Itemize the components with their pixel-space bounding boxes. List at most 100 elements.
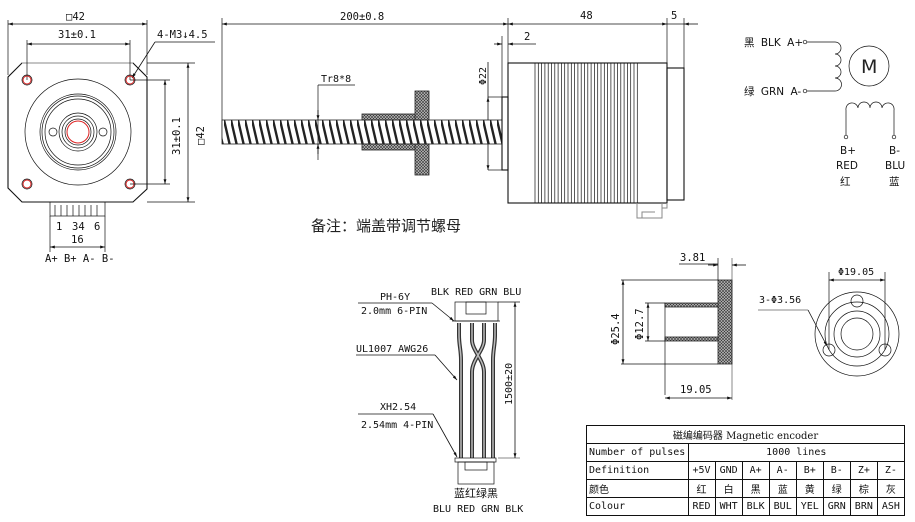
outer-diameter-label: Φ25.4 — [610, 313, 622, 345]
row-label: Colour — [586, 497, 689, 516]
endcap-length-label: 5 — [671, 10, 677, 22]
wire-spec: UL1007 AWG26 — [356, 344, 428, 355]
motor-face-outline — [7, 62, 148, 203]
pulses-value: 1000 lines — [687, 443, 906, 462]
coil-a — [807, 41, 842, 92]
nut-length-label: 19.05 — [680, 384, 712, 396]
xh-connector — [457, 461, 495, 485]
table-cell: 蓝 — [768, 479, 797, 498]
body-length-label: 48 — [580, 10, 593, 22]
table-cell: +5V — [687, 461, 716, 480]
coil-b-minus-color: BLU — [885, 160, 905, 172]
motor-symbol-label: M — [861, 56, 877, 78]
coil-b-plus-signal: B+ — [840, 145, 856, 157]
nut-sleeve-top — [361, 113, 416, 121]
pilot-depth-label: 2 — [524, 31, 530, 43]
vertical-outer-dim-label: □42 — [195, 126, 207, 145]
mount-hole — [22, 75, 32, 85]
top-connector-spec: 2.0mm 6-PIN — [361, 306, 427, 317]
hole-callout: 3-Φ3.56 — [759, 295, 801, 306]
table-cell: 绿 — [822, 479, 851, 498]
connector-pin-6: 6 — [94, 221, 100, 233]
top-connector-name: PH-6Y — [380, 292, 410, 303]
table-cell: BLK — [741, 497, 770, 516]
coil-b-plus-cn: 红 — [840, 175, 851, 188]
wiring-schematic: 黑 BLK A+ 绿 GRN A- M B+ RED 红 B- BLU 蓝 — [744, 37, 905, 188]
cooling-fins — [534, 63, 638, 203]
table-cell: 棕 — [849, 479, 878, 498]
screw-length-label: 200±0.8 — [340, 11, 384, 23]
nut-flange-section — [717, 279, 733, 365]
cable-bottom-colors-cn: 蓝红绿黑 — [454, 486, 498, 500]
coil-b-minus-cn: 蓝 — [889, 176, 900, 188]
cable-top-colors: BLK RED GRN BLU — [431, 287, 521, 298]
nut-flange-top — [414, 90, 430, 121]
table-cell: Z- — [876, 461, 906, 480]
pilot-diameter-label: Φ22 — [478, 67, 489, 85]
coil-a-minus-label: 绿 GRN A- — [744, 85, 801, 98]
table-cell: 红 — [687, 479, 716, 498]
connector-width-label: 16 — [71, 234, 84, 246]
pulses-label: Number of pulses — [586, 443, 689, 462]
connector-pin-1: 1 — [56, 221, 62, 233]
encoder-table: 磁编编码器 Magnetic encoder Number of pulses … — [586, 425, 906, 516]
flange-thickness-label: 3.81 — [680, 252, 705, 264]
mount-hole — [22, 179, 32, 189]
vertical-hole-spacing-label: 31±0.1 — [171, 117, 183, 155]
front-view: □42 31±0.1 4-M3↓4.5 31±0.1 — [7, 11, 215, 265]
encoder-title: 磁编编码器 Magnetic encoder — [586, 425, 905, 444]
coil-b — [845, 101, 895, 135]
table-cell: 黄 — [795, 479, 824, 498]
ph-connector — [454, 301, 499, 322]
table-cell: 灰 — [876, 479, 906, 498]
table-cell: B- — [822, 461, 851, 480]
bottom-connector-name: XH2.54 — [380, 402, 416, 413]
table-row: Definition +5V GND A+ A- B+ B- Z+ Z- — [586, 461, 906, 480]
hole-spacing-label: 31±0.1 — [58, 29, 96, 41]
table-cell: A+ — [741, 461, 770, 480]
side-view: 200±0.8 48 5 2 Φ22 Tr8*8 — [221, 10, 698, 235]
table-cell: A- — [768, 461, 797, 480]
coil-b-plus-color: RED — [836, 160, 858, 172]
encoder-title-row: 磁编编码器 Magnetic encoder — [586, 425, 905, 444]
thread-callout: 4-M3↓4.5 — [157, 29, 208, 41]
coil-b-minus-signal: B- — [889, 145, 900, 157]
lead-screw — [221, 119, 503, 145]
nut-hole — [850, 294, 864, 308]
table-cell: YEL — [795, 497, 824, 516]
table-cell: RED — [687, 497, 716, 516]
nut-detail: 3.81 Φ25.4 Φ12.7 19.05 Φ19.05 3-Φ3.56 — [610, 252, 900, 400]
table-row: Colour RED WHT BLK BUL YEL GRN BRN ASH — [586, 497, 906, 516]
row-label: 颜色 — [586, 479, 689, 498]
table-cell: B+ — [795, 461, 824, 480]
cable-wires — [457, 323, 497, 458]
side-view-note: 备注：端盖带调节螺母 — [311, 217, 461, 235]
nut-flange-bottom — [414, 143, 430, 176]
connector-signals: A+ B+ A- B- — [45, 253, 115, 265]
shaft-bore — [66, 120, 90, 144]
table-cell: GRN — [822, 497, 851, 516]
motor-symbol — [848, 45, 890, 87]
cable-drawing: BLK RED GRN BLU PH-6Y 2.0mm 6-PIN UL1007… — [356, 287, 523, 515]
table-cell: BRN — [849, 497, 878, 516]
table-cell: 白 — [714, 479, 743, 498]
cable-bottom-colors: BLU RED GRN BLK — [433, 504, 523, 515]
table-cell: WHT — [714, 497, 743, 516]
nut-sleeve-bottom — [361, 143, 416, 151]
table-cell: Z+ — [849, 461, 878, 480]
table-row: 颜色 红 白 黑 蓝 黄 绿 棕 灰 — [586, 479, 906, 498]
inner-diameter-label: Φ12.7 — [634, 308, 646, 340]
outer-dim-label: □42 — [66, 11, 85, 23]
cable-length-label: 1500±20 — [504, 363, 515, 405]
connector-pin-34: 34 — [72, 221, 85, 233]
thread-spec-label: Tr8*8 — [321, 74, 351, 85]
table-cell: ASH — [876, 497, 906, 516]
connector-housing — [49, 201, 106, 217]
bottom-connector-spec: 2.54mm 4-PIN — [361, 420, 433, 431]
row-label: Definition — [586, 461, 689, 480]
coil-a-plus-label: 黑 BLK A+ — [744, 37, 803, 49]
table-cell: GND — [714, 461, 743, 480]
table-cell: 黑 — [741, 479, 770, 498]
encoder-pulses-row: Number of pulses 1000 lines — [586, 443, 906, 462]
